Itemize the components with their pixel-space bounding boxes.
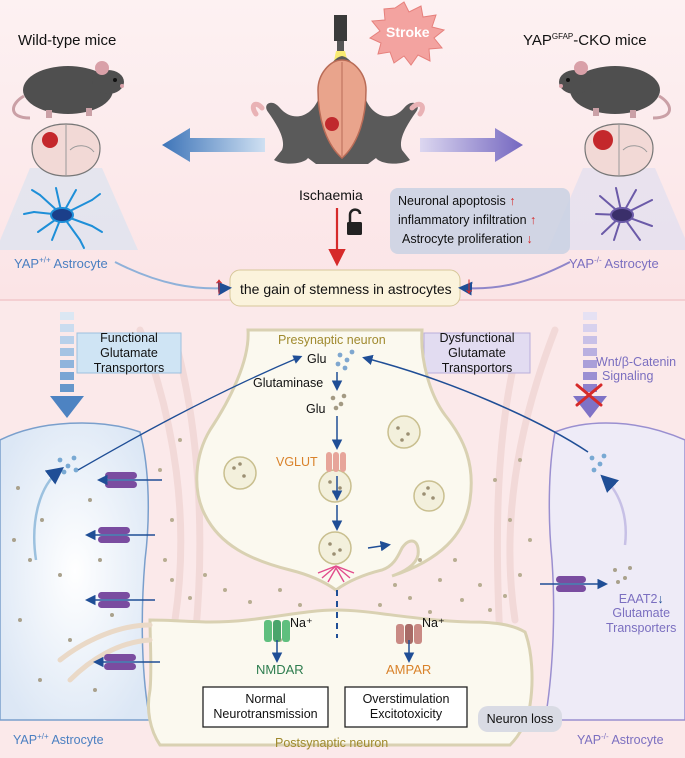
vesicle bbox=[413, 480, 445, 512]
excitotoxicity-box bbox=[344, 686, 468, 728]
arrow-to-cko bbox=[420, 128, 523, 162]
outcome-neuronal-apoptosis: Neuronal apoptosis ↑ bbox=[398, 194, 516, 208]
neuron-loss-label: Neuron loss bbox=[486, 711, 554, 726]
ampar-receptor-icon bbox=[396, 624, 422, 644]
glutamate-transporter-icon bbox=[98, 527, 130, 543]
synaptic-vesicles bbox=[223, 415, 445, 565]
arrow-to-wildtype bbox=[162, 128, 265, 162]
ampar-label: AMPAR bbox=[386, 662, 432, 677]
wt-astrocyte-to-stemness-arrow bbox=[114, 261, 232, 296]
glutamate-transporter-icon bbox=[104, 654, 136, 670]
unlocked-padlock-icon bbox=[347, 208, 362, 235]
glutamate-transporter-icon bbox=[105, 472, 137, 488]
ko-astrocyte-label-bottom: YAP-/- Astrocyte bbox=[577, 731, 664, 747]
outcomes-box bbox=[390, 188, 570, 254]
cko-mice-label: YAPGFAP-CKO mice bbox=[523, 32, 647, 49]
stroke-burst-icon bbox=[368, 1, 446, 66]
wildtype-mice-label: Wild-type mice bbox=[18, 32, 117, 49]
wildtype-astrocyte-cell bbox=[0, 422, 151, 721]
outcome-astrocyte-proliferation: Astrocyte proliferation ↓ bbox=[402, 232, 533, 246]
laser-device-icon bbox=[334, 15, 347, 41]
vglut-label: VGLUT bbox=[276, 455, 318, 469]
glutamate-recycling-arrow bbox=[77, 355, 303, 471]
ko-glutamate-return-arrow bbox=[362, 354, 589, 453]
blocked-x-icon bbox=[575, 383, 603, 407]
yap-wildtype-astrocyte-icon bbox=[23, 187, 103, 249]
wt-astrocyte-label-top: YAP+/+ Astrocyte bbox=[14, 255, 108, 271]
nmdar-receptor-icon bbox=[264, 620, 290, 642]
cko-brain-section-icon bbox=[584, 123, 654, 177]
stemness-down-arrow: ↓ bbox=[463, 272, 475, 299]
wildtype-mouse-icon bbox=[12, 61, 124, 120]
na-label-nmdar: Na⁺ bbox=[290, 616, 313, 630]
vesicle bbox=[318, 469, 352, 503]
nmdar-label: NMDAR bbox=[256, 662, 304, 677]
stroke-label: Stroke bbox=[386, 24, 430, 40]
ischaemia-label: Ischaemia bbox=[299, 187, 363, 203]
functional-transporters-box bbox=[76, 332, 182, 374]
ko-glutamate-transporter-icon bbox=[556, 576, 586, 592]
dysfunctional-transporters-box bbox=[423, 332, 531, 374]
glutaminase-label: Glutaminase bbox=[253, 376, 324, 390]
vesicle bbox=[387, 415, 421, 449]
wt-downward-dashed-arrow bbox=[50, 312, 84, 418]
normal-neurotransmission-box bbox=[202, 686, 329, 728]
eaat2-label: EAAT2↓ Glutamate Transporters bbox=[606, 592, 677, 635]
presynaptic-neuron-label: Presynaptic neuron bbox=[278, 333, 386, 347]
glu-label-2: Glu bbox=[306, 402, 326, 416]
na-label-ampar: Na⁺ bbox=[422, 616, 445, 630]
yap-knockout-astrocyte-icon bbox=[595, 187, 653, 241]
wildtype-brain-section-icon bbox=[31, 123, 101, 177]
postsynaptic-neuron-label: Postsynaptic neuron bbox=[275, 736, 389, 750]
wt-astrocyte-label-bottom: YAP+/+ Astrocyte bbox=[13, 731, 104, 747]
outcome-inflammatory-infiltration: inflammatory infiltration ↑ bbox=[398, 213, 537, 227]
stemness-up-arrow: ↑ bbox=[213, 272, 225, 299]
wt-glutamate-transporters bbox=[98, 472, 137, 670]
ko-astrocyte-to-stemness-arrow bbox=[458, 261, 571, 296]
ko-astrocyte-label-top: YAP-/- Astrocyte bbox=[569, 255, 659, 271]
vesicle-fusion-icon bbox=[317, 565, 355, 583]
glu-label: Glu bbox=[307, 352, 327, 366]
mouse-head-icon bbox=[250, 56, 425, 164]
vglut-transporter-icon bbox=[326, 452, 346, 472]
cko-mouse-icon bbox=[559, 61, 671, 120]
glutamate-transporter-icon bbox=[98, 592, 130, 608]
vesicle bbox=[318, 531, 352, 565]
vesicle bbox=[223, 456, 257, 490]
stemness-label: the gain of stemness in astrocytes bbox=[240, 281, 452, 297]
neuron-loss-box bbox=[478, 706, 562, 732]
